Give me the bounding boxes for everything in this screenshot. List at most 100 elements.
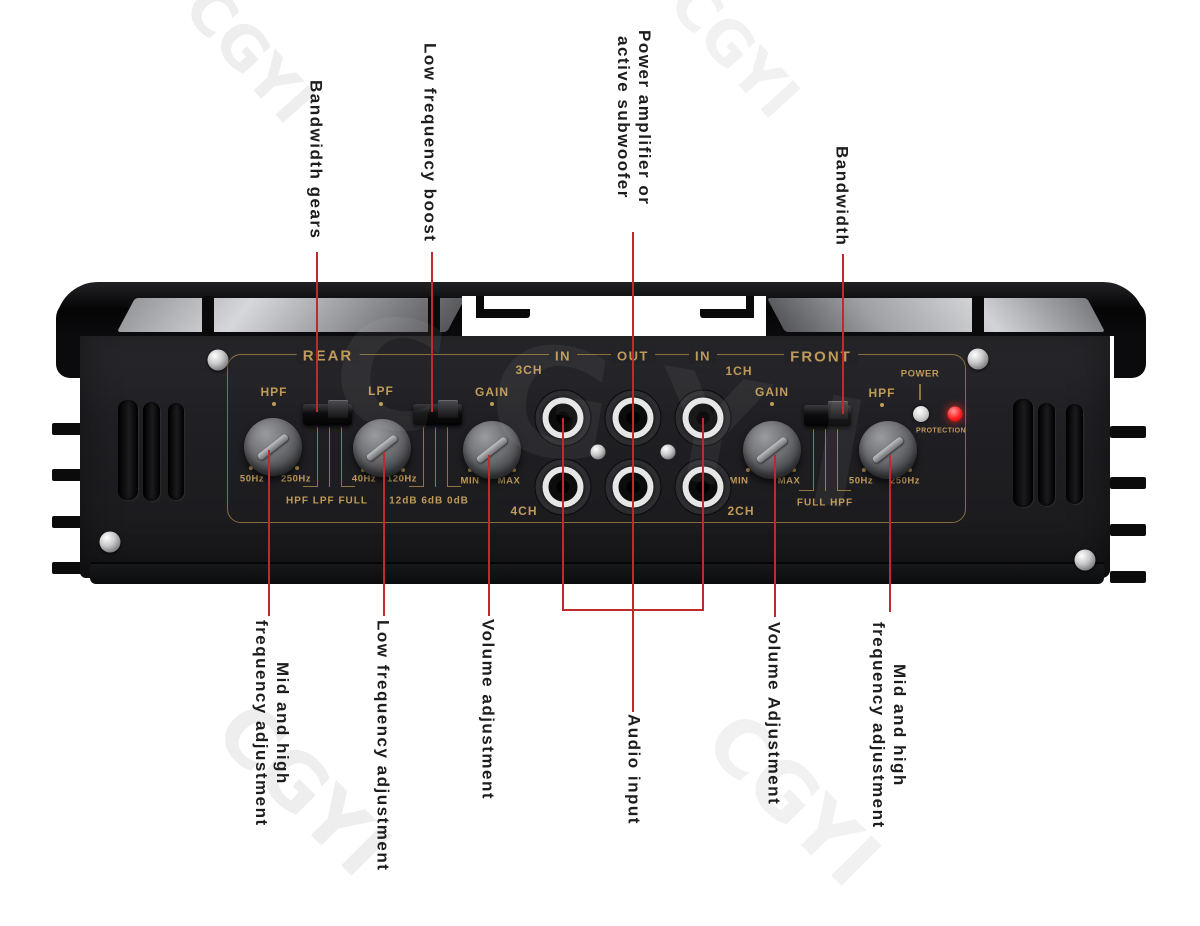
switch-guide-line [799, 490, 813, 491]
panel-screw [207, 349, 229, 371]
mounting-hook [476, 296, 484, 318]
switch-guide-line [825, 429, 826, 491]
amplifier-top-rim [56, 282, 1145, 336]
vent-slot [143, 402, 160, 501]
mounting-hook [746, 296, 754, 318]
panel-screw-small [590, 444, 606, 460]
front-gain-knob[interactable] [743, 421, 801, 479]
vent-slot [1013, 399, 1033, 507]
rear-lpf-knob[interactable] [353, 419, 411, 477]
switch-guide-line [423, 427, 424, 487]
input-label-left: IN [549, 348, 577, 364]
switch-guide-line [813, 429, 814, 491]
callout-line-audio-input-left [562, 418, 564, 610]
rear-hpf-max-label: 250Hz [281, 473, 311, 485]
callout-line-mid-high-left [268, 450, 270, 616]
front-section-title: FRONT [784, 348, 858, 366]
vent-slot [168, 403, 184, 500]
tick-dot [272, 402, 276, 406]
rim-reflection [116, 298, 466, 332]
switch-guide-line [447, 486, 461, 487]
front-gain-max-label: MAX [777, 475, 801, 487]
tick-dot [512, 468, 516, 472]
heatsink-fin [52, 516, 82, 528]
tick-dot [746, 468, 750, 472]
switch-guide-line [329, 427, 330, 487]
heatsink-fin [1110, 524, 1146, 536]
panel-screw [1074, 549, 1096, 571]
callout-label-line: frequency adjustment [869, 622, 888, 829]
callout-label-volume-adjustment-right: Volume Adjustment [764, 622, 784, 806]
protection-label: PROTECTION [916, 427, 966, 435]
heatsink-fin [52, 469, 82, 481]
rear-gain-label: GAIN [475, 385, 509, 399]
rear-mode-options-label: HPF LPF FULL [286, 495, 368, 507]
channel-4-label: 4CH [510, 504, 538, 518]
rear-boost-switch[interactable] [413, 400, 462, 425]
rear-lpf-min-label: 40Hz [351, 473, 377, 485]
callout-label-bandwidth-gears: Bandwidth gears [306, 80, 326, 240]
callout-label-mid-high-left: Mid and high frequency adjustment [251, 620, 293, 827]
tick-dot [295, 466, 299, 470]
front-mode-switch[interactable] [804, 401, 851, 426]
heatsink-fin [52, 423, 82, 435]
rear-gain-knob[interactable] [463, 421, 521, 479]
amplifier-base [90, 562, 1104, 584]
front-hpf-min-label: 50Hz [848, 475, 874, 487]
callout-label-bandwidth: Bandwidth [832, 146, 852, 247]
vent-slot [118, 400, 138, 500]
panel-screw [967, 348, 989, 370]
channel-2-label: 2CH [727, 504, 755, 518]
rear-hpf-label: HPF [260, 385, 288, 399]
callout-label-line: Power amplifier or [635, 30, 654, 206]
callout-line-mid-high-right [889, 455, 891, 612]
panel-screw [99, 531, 121, 553]
rear-gain-min-label: MIN [460, 475, 480, 487]
tick-dot [379, 402, 383, 406]
heatsink-fin [1110, 477, 1146, 489]
switch-guide-line [447, 427, 448, 487]
tick-dot [880, 403, 884, 407]
protection-led [947, 406, 963, 422]
callout-line-bandwidth-gears [316, 252, 318, 412]
rear-mode-switch[interactable] [303, 400, 352, 425]
switch-guide-line [837, 490, 851, 491]
switch-guide-line [317, 427, 318, 487]
callout-label-volume-adjustment-left: Volume adjustment [478, 619, 498, 801]
rear-hpf-knob[interactable] [244, 418, 302, 476]
switch-guide-line [409, 486, 423, 487]
callout-line-audio-input-right [702, 418, 704, 610]
switch-guide-line [341, 486, 355, 487]
power-label: POWER [900, 368, 940, 380]
tick-dot [792, 468, 796, 472]
callout-line-low-frequency-boost [431, 252, 433, 412]
callout-line-volume-adjustment-right [774, 455, 776, 617]
rear-hpf-min-label: 50Hz [239, 473, 265, 485]
tick-dot [770, 402, 774, 406]
mounting-hook [700, 309, 754, 318]
front-hpf-max-label: 250Hz [890, 475, 920, 487]
switch-guide-line [341, 427, 342, 487]
rim-post [202, 296, 214, 336]
heatsink-fin [52, 562, 82, 574]
callout-label-low-frequency-adjustment: Low frequency adjustment [373, 620, 393, 872]
rear-lpf-max-label: 120Hz [387, 473, 417, 485]
watermark: CGYI [688, 695, 897, 905]
callout-line-bandwidth [842, 254, 844, 414]
front-hpf-knob[interactable] [859, 421, 917, 479]
panel-screw-small [660, 444, 676, 460]
switch-guide-line [303, 486, 317, 487]
control-area-border [227, 354, 966, 523]
switch-guide-line [435, 427, 436, 487]
callout-label-line: Mid and high [890, 663, 909, 787]
front-mode-options-label: FULL HPF [796, 497, 854, 509]
heatsink-fin [1110, 426, 1146, 438]
heatsink-fin [1110, 571, 1146, 583]
rim-post [428, 296, 440, 336]
input-label-right: IN [689, 348, 717, 364]
callout-label-mid-high-right: Mid and high frequency adjustment [868, 622, 910, 829]
rear-boost-options-label: 12dB 6dB 0dB [389, 495, 469, 507]
channel-3-label: 3CH [515, 363, 543, 377]
callout-label-power-amplifier: Power amplifier or active subwoofer [613, 30, 655, 205]
